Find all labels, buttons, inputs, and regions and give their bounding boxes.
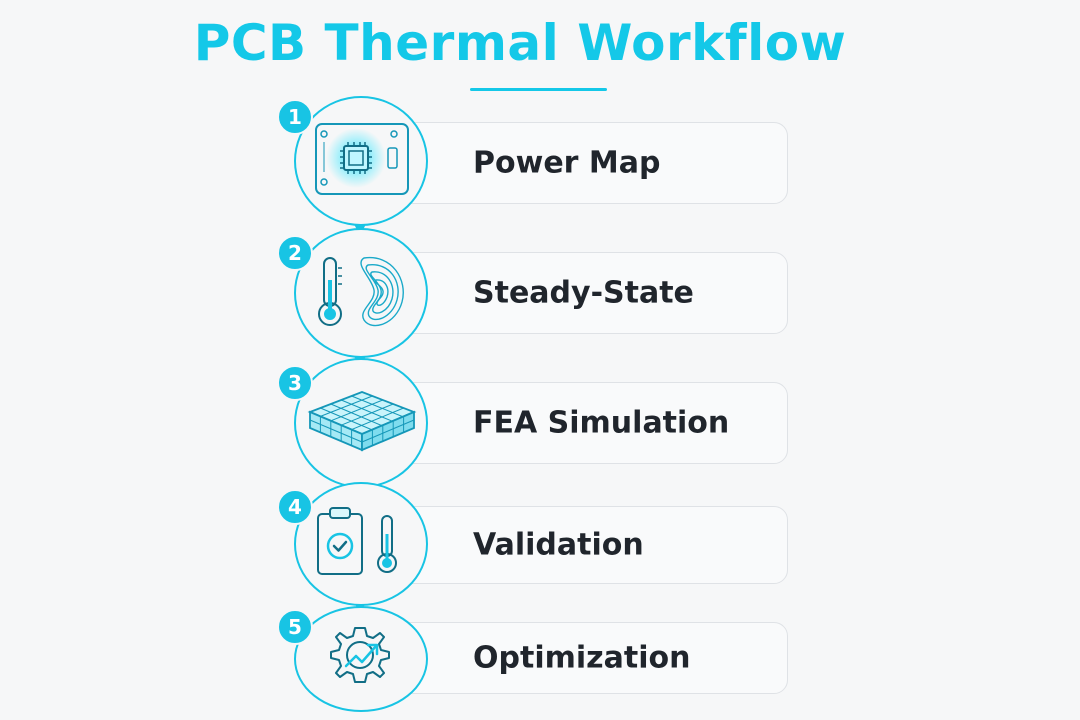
step-icon-circle (294, 606, 428, 712)
step-label: Optimization (473, 640, 691, 676)
step-label: FEA Simulation (473, 405, 730, 441)
step-number-badge: 1 (277, 99, 313, 135)
step-icon-circle (294, 228, 428, 358)
pcb-chip-icon (315, 123, 409, 195)
step-card-fea-simulation: FEA Simulation (380, 382, 788, 464)
gear-arrow-icon (330, 627, 390, 683)
step-label: Validation (473, 527, 644, 563)
step-label: Steady-State (473, 275, 694, 311)
clipboard-check-icon (317, 507, 397, 575)
step-number-badge: 3 (277, 365, 313, 401)
step-card-power-map: Power Map (380, 122, 788, 204)
step-card-optimization: Optimization (380, 622, 788, 694)
step-card-steady-state: Steady-State (380, 252, 788, 334)
step-card-validation: Validation (380, 506, 788, 584)
step-number-badge: 5 (277, 609, 313, 645)
step-number-badge: 2 (277, 235, 313, 271)
thermometer-contour-icon (318, 256, 404, 327)
title-underline (470, 88, 607, 91)
diagram-title: PCB Thermal Workflow (193, 14, 847, 72)
mesh-grid-icon (307, 391, 417, 452)
step-label: Power Map (473, 145, 661, 181)
step-number-badge: 4 (277, 489, 313, 525)
